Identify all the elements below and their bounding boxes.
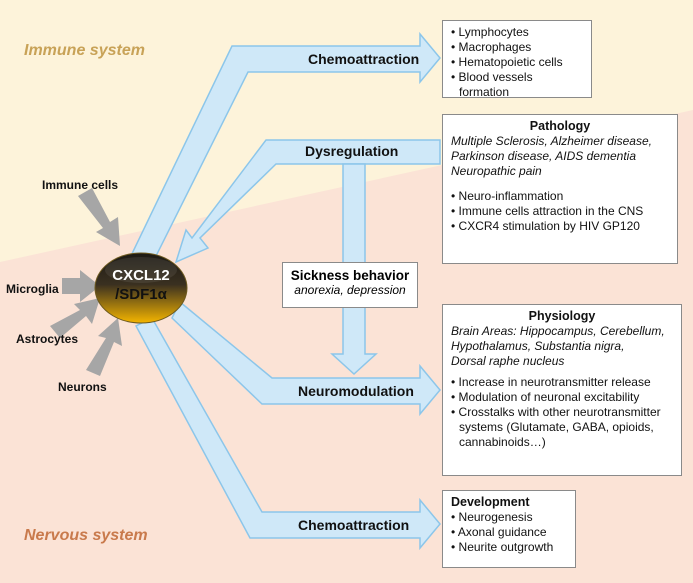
cxcl12-node-shape [94,252,188,324]
immune-system-label: Immune system [24,42,145,59]
chemoattraction-top-arrow [127,31,441,274]
neurons-arrow [86,318,122,376]
development-title: Development [451,495,530,509]
astrocytes-arrow [50,298,100,338]
immune-targets-box: Lymphocytes Macrophages Hematopoietic ce… [442,20,592,100]
list-item: Neurogenesis [451,510,567,525]
pathology-disease-line: Multiple Sclerosis, Alzheimer disease, [451,134,652,148]
immune-cells-label: Immune cells [42,178,119,192]
microglia-arrow [62,270,100,302]
immune-cells-arrow [78,188,120,246]
physiology-area-line: Hypothalamus, Substantia nigra, [451,339,625,353]
pathology-title: Pathology [529,119,591,133]
pathology-disease-line: Neuropathic pain [451,164,542,178]
chemoattraction-top-label: Chemoattraction [308,51,420,67]
list-item: Immune cells attraction in the CNS [451,204,669,219]
nervous-system-label: Nervous system [24,527,148,544]
list-item: Crosstalks with other neurotransmitter s… [451,405,673,450]
chemoattraction-bottom-arrow [134,317,441,551]
node-label-line1: CXCL12 [112,267,170,284]
sickness-subtitle: anorexia, depression [294,283,406,297]
microglia-label: Microglia [6,282,59,296]
list-item: Neuro-inflammation [451,189,669,204]
list-item: Macrophages [451,40,583,55]
astrocytes-label: Astrocytes [16,332,79,346]
pathology-box: Pathology Multiple Sclerosis, Alzheimer … [442,114,678,264]
list-item: Modulation of neuronal excitability [451,390,673,405]
list-item: Axonal guidance [451,525,567,540]
development-box: Development Neurogenesis Axonal guidance… [442,490,576,568]
cxcl12-node-highlight [105,257,177,283]
dysregulation-label: Dysregulation [305,143,399,159]
sickness-title: Sickness behavior [290,268,410,283]
list-item: Blood vessels formation [451,70,583,100]
list-item: Neurite outgrowth [451,540,567,555]
chemoattraction-bottom-label: Chemoattraction [298,517,410,533]
physiology-box: Physiology Brain Areas: Hippocampus, Cer… [442,304,682,476]
physiology-area-line: Dorsal raphe nucleus [451,354,565,368]
cxcl12-node: CXCL12 /SDF1α [96,252,186,324]
sickness-behavior-box: Sickness behavior anorexia, depression [282,262,418,308]
list-item: Increase in neurotransmitter release [451,375,673,390]
pathology-disease-line: Parkinson disease, AIDS dementia [451,149,636,163]
neuromodulation-label: Neuromodulation [298,383,414,399]
neuromodulation-arrow [171,300,441,417]
physiology-title: Physiology [528,309,596,323]
physiology-area-line: Brain Areas: Hippocampus, Cerebellum, [451,324,665,338]
list-item: Hematopoietic cells [451,55,583,70]
list-item: Lymphocytes [451,25,583,40]
neurons-label: Neurons [58,380,107,394]
list-item: CXCR4 stimulation by HIV GP120 [451,219,669,234]
node-label-line2: /SDF1α [115,286,167,303]
